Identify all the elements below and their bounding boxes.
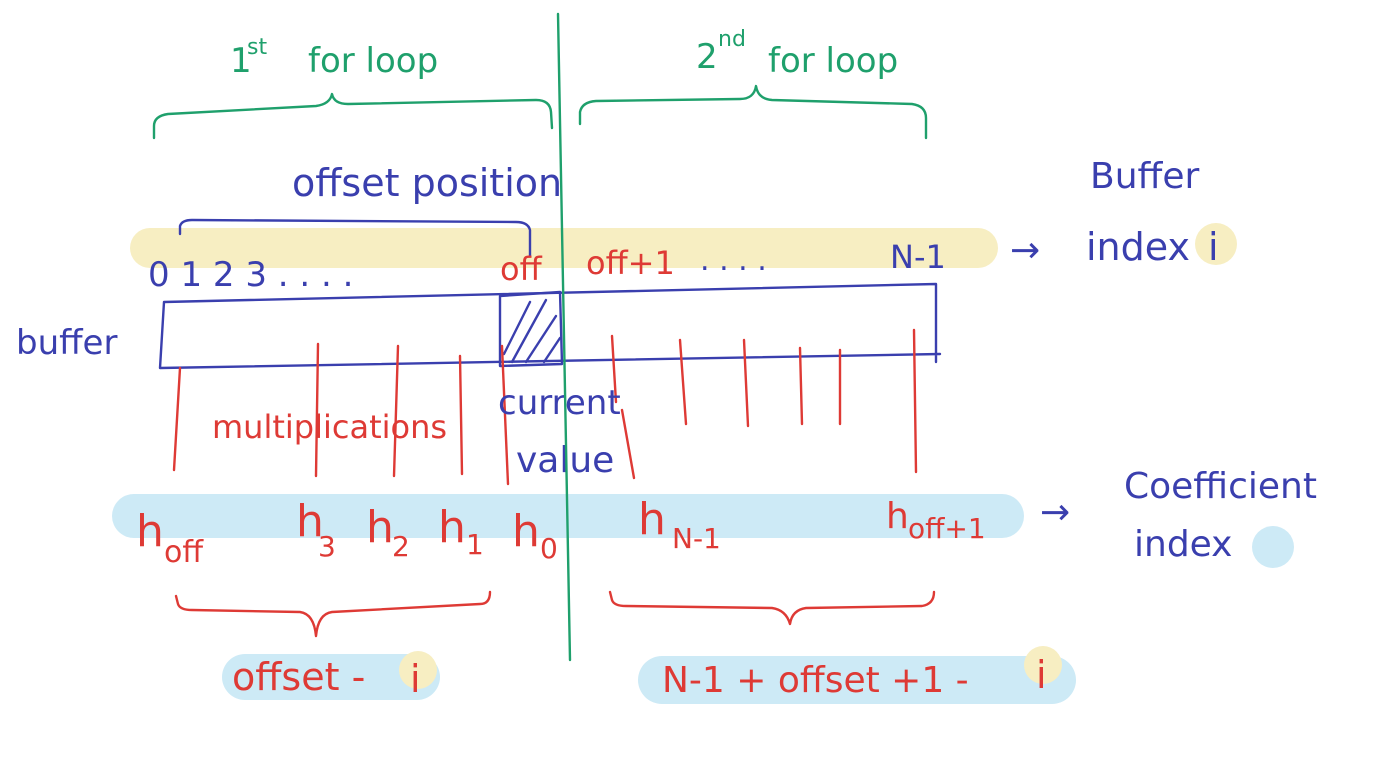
- multiplication-ticks: [172, 328, 918, 486]
- coefficient-h-last-sub: off+1: [908, 512, 986, 545]
- buffer-index-off: off: [500, 250, 543, 288]
- current-value-hatch: [498, 290, 564, 368]
- coefficient-h1-sub: 1: [466, 528, 484, 561]
- second-loop-brace: [578, 84, 928, 140]
- coefficient-h1: h: [438, 502, 466, 553]
- second-loop-num: 2: [696, 37, 718, 77]
- formula-right-highlight: [638, 656, 1076, 704]
- coefficient-h2: h: [366, 502, 394, 553]
- buffer-index-arrow: →: [1010, 230, 1040, 271]
- buffer-index-symbol-highlight: [1195, 223, 1237, 265]
- buffer-index-label: index: [1086, 225, 1190, 269]
- coefficient-hN: h: [638, 494, 666, 545]
- current-value-line1: current: [498, 383, 621, 423]
- coefficient-h0-sub: 0: [540, 532, 558, 565]
- formula-right-brace: [608, 590, 936, 626]
- buffer-index-values-left: 0 1 2 3 . . . .: [148, 255, 353, 295]
- formula-right-symbol: i: [1036, 653, 1047, 697]
- formula-left-symbol: i: [410, 657, 421, 701]
- coefficient-h3: h: [296, 496, 324, 547]
- first-loop-num: 1: [230, 41, 252, 81]
- formula-left-brace: [174, 590, 492, 638]
- coefficient-h0: h: [512, 506, 540, 557]
- second-loop-sup: nd: [718, 27, 746, 52]
- loop-divider-line: [556, 12, 572, 662]
- coefficient-index-label: index: [1134, 524, 1233, 565]
- buffer-index-highlight: [130, 228, 998, 268]
- buffer-index-n-minus-1: N-1: [890, 238, 946, 276]
- coefficient-hN-sub: N-1: [672, 522, 721, 555]
- formula-left-highlight: [222, 654, 440, 700]
- second-loop-label: for loop: [768, 41, 898, 81]
- formula-left: offset -: [232, 655, 365, 699]
- coefficient-h-off: h: [136, 506, 164, 557]
- buffer-index-dots: . . . .: [700, 243, 767, 278]
- formula-right: N-1 + offset +1 -: [662, 660, 969, 701]
- buffer-index-symbol: i: [1208, 225, 1219, 269]
- buffer-index-title: Buffer: [1090, 156, 1199, 197]
- coefficient-h-last: h: [886, 496, 909, 537]
- buffer-index-off-plus-1: off+1: [586, 244, 675, 282]
- coefficient-index-dot: [1252, 526, 1294, 568]
- first-loop-sup: st: [247, 35, 267, 60]
- buffer-box: [158, 282, 942, 370]
- buffer-label: buffer: [16, 323, 117, 363]
- formula-right-symbol-highlight: [1024, 646, 1062, 684]
- coefficient-index-title: Coefficient: [1124, 466, 1317, 507]
- offset-position-brace: [178, 218, 532, 258]
- multiplications-label: multiplications: [212, 408, 447, 446]
- formula-left-symbol-highlight: [399, 651, 437, 689]
- first-loop-brace: [152, 92, 554, 140]
- coefficient-index-arrow: →: [1040, 492, 1070, 533]
- first-loop-label: for loop: [308, 41, 438, 81]
- coefficient-h3-sub: 3: [318, 530, 336, 563]
- coefficient-h2-sub: 2: [392, 530, 410, 563]
- offset-position-label: offset position: [292, 161, 562, 205]
- coefficient-h-off-sub: off: [164, 535, 204, 570]
